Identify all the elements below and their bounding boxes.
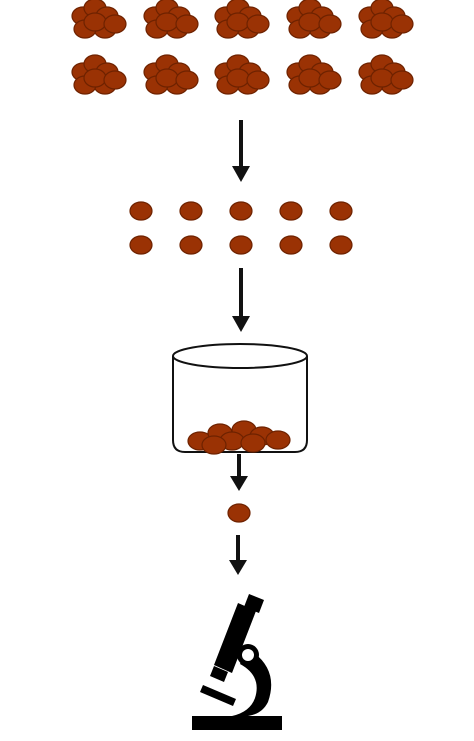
cell-cluster — [71, 54, 127, 95]
cluster-cell — [155, 68, 179, 88]
single-cell — [129, 235, 153, 255]
arrow-2 — [232, 268, 250, 332]
cluster-cell — [298, 12, 322, 32]
microscope-base — [192, 716, 282, 730]
microscope-eyepiece — [244, 594, 264, 613]
cell-cluster — [143, 0, 199, 39]
cell-cluster — [71, 0, 127, 39]
container-cells-group — [187, 420, 291, 455]
single-cell — [129, 201, 153, 221]
cluster-cell — [103, 14, 127, 34]
cluster-cell — [318, 14, 342, 34]
microscope-stage — [200, 685, 236, 706]
container — [172, 343, 308, 455]
cluster-cell — [175, 70, 199, 90]
cluster-cell — [155, 12, 179, 32]
microscope-objective — [210, 666, 228, 682]
cell-cluster — [214, 54, 270, 95]
cell-cluster — [286, 54, 342, 95]
cluster-cell — [83, 68, 107, 88]
cell-cluster — [214, 0, 270, 39]
single-cell — [279, 235, 303, 255]
cell-cluster — [358, 0, 414, 39]
cluster-cell — [298, 68, 322, 88]
cluster-cell — [226, 12, 250, 32]
arrow-3 — [230, 454, 248, 491]
microscope-arm — [232, 648, 272, 716]
cell-cluster — [143, 54, 199, 95]
single-cell — [329, 235, 353, 255]
cluster-cell — [175, 14, 199, 34]
cluster-cell — [390, 14, 414, 34]
single-cell — [179, 201, 203, 221]
single-cells-group — [129, 201, 353, 255]
cell-cluster — [286, 0, 342, 39]
container-body — [172, 356, 308, 453]
cluster-cell — [83, 12, 107, 32]
arrow-1 — [232, 120, 250, 182]
container-cell — [240, 433, 266, 453]
cluster-cell — [103, 70, 127, 90]
single-cell — [279, 201, 303, 221]
cluster-cell — [390, 70, 414, 90]
container-rim — [172, 343, 308, 369]
cluster-cell — [370, 12, 394, 32]
cell-clusters-group — [71, 0, 414, 95]
cluster-cell — [370, 68, 394, 88]
cluster-cell — [246, 14, 270, 34]
cell-cluster — [358, 54, 414, 95]
single-cell — [229, 235, 253, 255]
microscope-tube — [214, 603, 256, 673]
microscope-icon — [192, 594, 282, 730]
cluster-cell — [318, 70, 342, 90]
single-cell — [229, 201, 253, 221]
arrow-4 — [229, 535, 247, 575]
isolated-cell-group — [227, 503, 251, 523]
single-cell — [179, 235, 203, 255]
isolated-cell — [227, 503, 251, 523]
cluster-cell — [246, 70, 270, 90]
container-cell — [201, 435, 227, 455]
cluster-cell — [226, 68, 250, 88]
single-cell — [329, 201, 353, 221]
container-cell — [265, 430, 291, 450]
